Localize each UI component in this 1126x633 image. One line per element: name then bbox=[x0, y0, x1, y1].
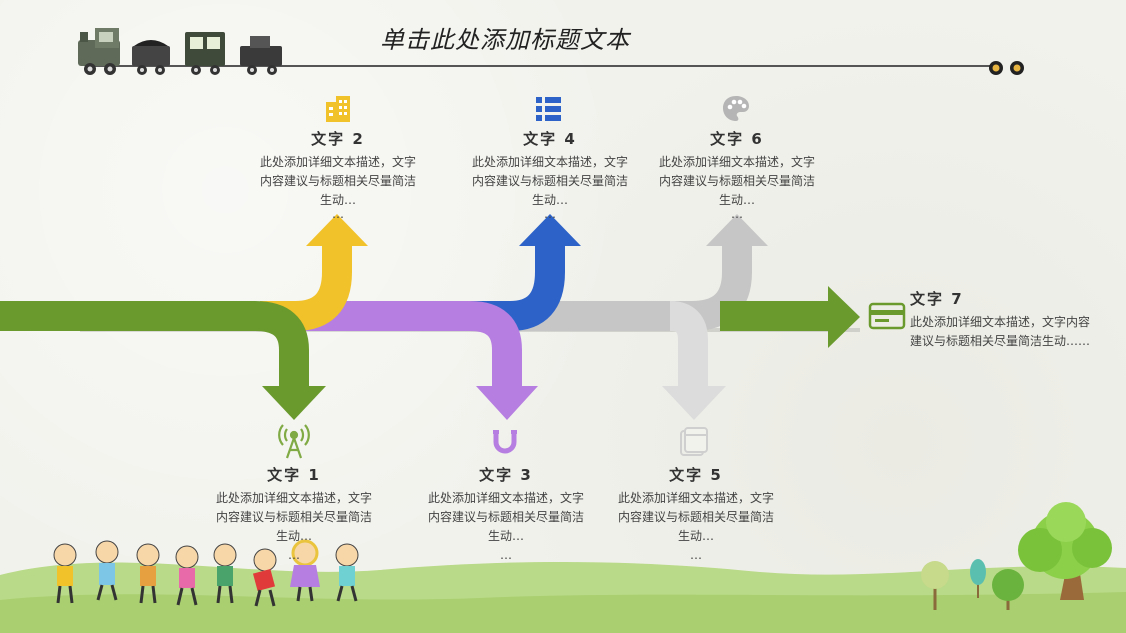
item-3-label[interactable]: 文字 3 此处添加详细文本描述，文字内容建议与标题相关尽量简洁生动… … bbox=[426, 464, 586, 565]
list-icon bbox=[536, 97, 561, 121]
item-5-label[interactable]: 文字 5 此处添加详细文本描述，文字内容建议与标题相关尽量简洁生动… … bbox=[616, 464, 776, 565]
item-4-heading: 文字 4 bbox=[523, 130, 577, 148]
card-icon bbox=[868, 302, 906, 330]
item-2-heading: 文字 2 bbox=[311, 130, 365, 148]
item-3-desc: 此处添加详细文本描述，文字内容建议与标题相关尽量简洁生动… bbox=[427, 491, 584, 543]
route-4 bbox=[470, 244, 565, 331]
window-icon bbox=[680, 427, 708, 456]
item-4-ellipsis: … bbox=[544, 207, 556, 221]
item-6-desc: 此处添加详细文本描述，文字内容建议与标题相关尽量简洁生动… bbox=[658, 155, 815, 207]
arrowhead-5 bbox=[662, 386, 726, 420]
children-illustration bbox=[53, 539, 359, 607]
magnet-icon bbox=[493, 430, 517, 454]
building-icon bbox=[326, 96, 350, 122]
item-4-desc: 此处添加详细文本描述，文字内容建议与标题相关尽量简洁生动… bbox=[471, 155, 628, 207]
route-3 bbox=[300, 301, 522, 388]
grass-foreground bbox=[0, 592, 1126, 633]
trees-illustration bbox=[921, 502, 1112, 610]
route-1 bbox=[0, 301, 309, 388]
arrowhead-7 bbox=[828, 286, 860, 348]
item-6-heading: 文字 6 bbox=[710, 130, 764, 148]
item-3-ellipsis: … bbox=[500, 548, 512, 562]
item-1-heading: 文字 1 bbox=[267, 466, 321, 484]
rail-end-wheels-icon bbox=[989, 61, 1024, 75]
item-6-label[interactable]: 文字 6 此处添加详细文本描述，文字内容建议与标题相关尽量简洁生动… … bbox=[657, 128, 817, 221]
palette-icon bbox=[723, 96, 749, 121]
item-5-heading: 文字 5 bbox=[669, 466, 723, 484]
arrowhead-6 bbox=[706, 214, 768, 246]
item-7-heading: 文字 7 bbox=[910, 290, 964, 308]
arrowhead-3 bbox=[476, 386, 538, 420]
arrowhead-1 bbox=[262, 386, 326, 420]
arrowhead-2 bbox=[306, 214, 368, 246]
item-4-label[interactable]: 文字 4 此处添加详细文本描述，文字内容建议与标题相关尽量简洁生动… … bbox=[470, 128, 630, 221]
item-1-desc: 此处添加详细文本描述，文字内容建议与标题相关尽量简洁生动… bbox=[215, 491, 372, 543]
train-icon bbox=[78, 28, 282, 75]
item-7-desc: 此处添加详细文本描述，文字内容建议与标题相关尽量简洁生动…… bbox=[910, 315, 1091, 348]
item-2-desc: 此处添加详细文本描述，文字内容建议与标题相关尽量简洁生动… bbox=[259, 155, 416, 207]
arrowhead-4 bbox=[519, 214, 581, 246]
item-2-ellipsis: … bbox=[332, 207, 344, 221]
page-title[interactable]: 单击此处添加标题文本 bbox=[380, 26, 630, 54]
antenna-icon bbox=[278, 424, 310, 459]
item-7-label[interactable]: 文字 7 此处添加详细文本描述，文字内容建议与标题相关尽量简洁生动…… bbox=[910, 288, 1095, 351]
item-2-label[interactable]: 文字 2 此处添加详细文本描述，文字内容建议与标题相关尽量简洁生动… … bbox=[258, 128, 418, 221]
item-5-ellipsis: … bbox=[690, 548, 702, 562]
route-5 bbox=[668, 301, 708, 388]
item-6-ellipsis: … bbox=[731, 207, 743, 221]
item-1-label[interactable]: 文字 1 此处添加详细文本描述，文字内容建议与标题相关尽量简洁生动… … bbox=[214, 464, 374, 565]
item-1-ellipsis: … bbox=[288, 548, 300, 562]
item-3-heading: 文字 3 bbox=[479, 466, 533, 484]
item-5-desc: 此处添加详细文本描述，文字内容建议与标题相关尽量简洁生动… bbox=[617, 491, 774, 543]
